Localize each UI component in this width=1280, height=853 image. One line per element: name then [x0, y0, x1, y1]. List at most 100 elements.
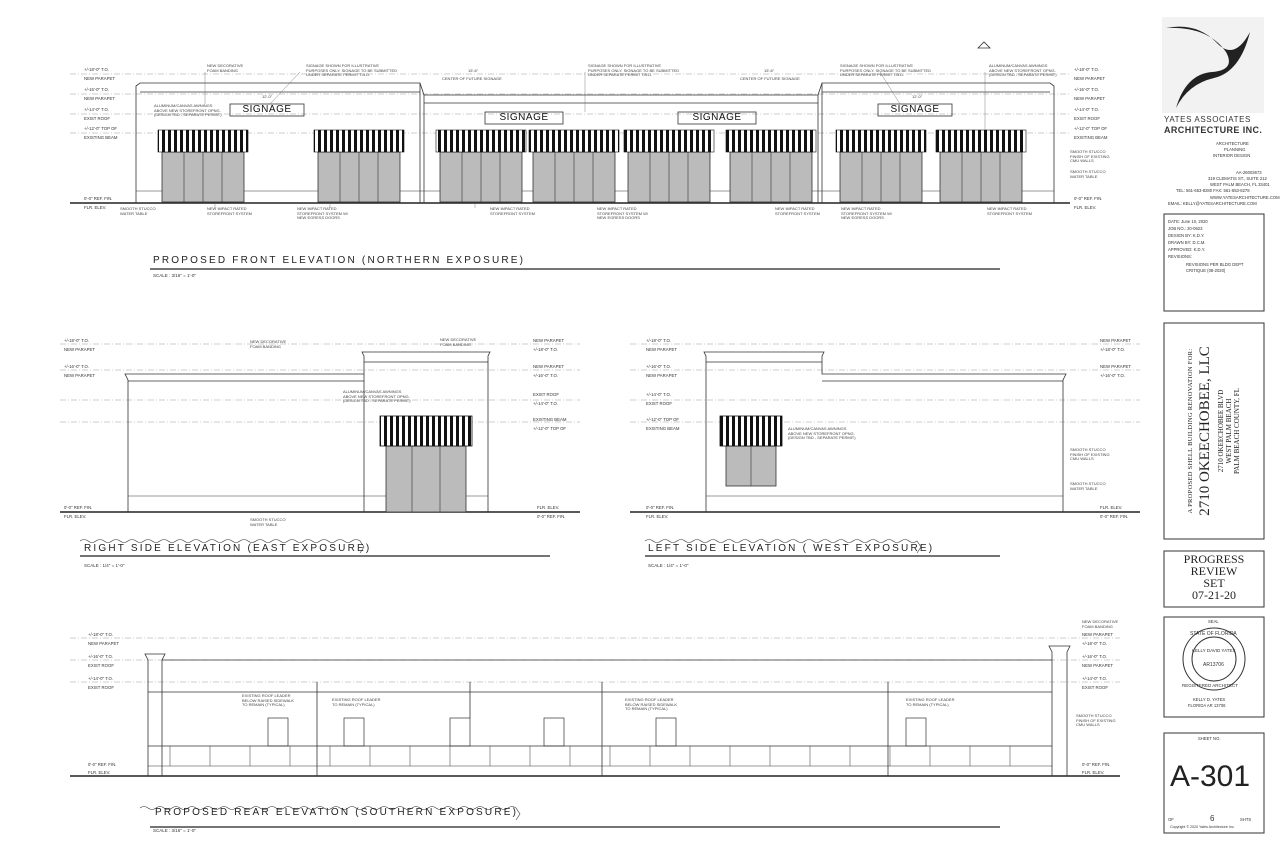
seal-center-num: AR13706 — [1203, 662, 1224, 668]
left-lvl-flr: FLR. ELEV. — [646, 514, 669, 519]
right-lvl-16: +/-16'-0" T.O. — [64, 364, 90, 369]
right-lvl-np2: NEW PARAPET — [64, 373, 95, 378]
rear-elevation-scale: SCALE : 3/16" = 1'-0" — [153, 828, 196, 833]
front-lvl-np2-r: NEW PARAPET — [1074, 96, 1105, 101]
left-lvl-np2: NEW PARAPET — [646, 373, 677, 378]
front-impact-w-3: NEW IMPACT RATED STOREFRONT SYSTEM W/ NE… — [841, 206, 892, 221]
left-elevation-scale: SCALE : 1/4" = 1'-0" — [648, 563, 689, 568]
front-lvl-np-l: NEW PARAPET — [84, 76, 115, 81]
info-drawn: DRAWN BY: D.C.M. — [1168, 240, 1206, 245]
rear-leader-note-4: EXISTING ROOF LEADER TO REMAIN (TYPICAL) — [906, 697, 955, 707]
left-water-note: SMOOTH STUCCO WATER TABLE — [1070, 481, 1106, 491]
left-lvl-np: NEW PARAPET — [646, 347, 677, 352]
rear-lvl-er: EXIST ROOF — [88, 663, 114, 668]
front-lvl-flr-l: FLR. ELEV. — [84, 205, 107, 210]
right-lvl-14-r: +/-14'-0" T.O. — [533, 401, 559, 406]
right-lvl-18: +/-18'-0" T.O. — [64, 338, 90, 343]
info-job: JOB NO.: 20-0623 — [1168, 226, 1203, 231]
rear-elevation-title: PROPOSED REAR ELEVATION (SOUTHERN EXPOSU… — [155, 807, 519, 818]
front-lvl-12-r: +/-12'-0" TOP OF — [1074, 126, 1108, 131]
front-lvl-eb-l: EXISTING BEAM — [84, 135, 118, 140]
front-lvl-er-r: EXIST ROOF — [1074, 116, 1100, 121]
right-lvl-18-r: +/-18'-0" T.O. — [533, 347, 559, 352]
front-lvl-eb-r: EXISTING BEAM — [1074, 135, 1108, 140]
project-lead: A PROPOSED SHELL BUILDING RENOVATION FOR… — [1187, 348, 1194, 514]
front-impact-4: NEW IMPACT RATED STOREFRONT SYSTEM — [987, 206, 1032, 216]
right-elevation-title: RIGHT SIDE ELEVATION (EAST EXPOSURE) — [84, 543, 372, 554]
right-elevation-scale: SCALE : 1/4" = 1'-0" — [84, 563, 125, 568]
front-impact-w-1: NEW IMPACT RATED STOREFRONT SYSTEM W/ NE… — [297, 206, 348, 221]
rear-leader-note-1: EXISTING ROOF LEADER BELOW RAISED SIDEWA… — [242, 693, 295, 708]
rear-foam-note: NEW DECORATIVE FOAM BANDING — [1082, 619, 1119, 629]
front-lvl-18-r: +/-18'-0" T.O. — [1074, 67, 1100, 72]
left-elevation-title: LEFT SIDE ELEVATION ( WEST EXPOSURE) — [648, 543, 935, 554]
left-lvl-eb: EXISTING BEAM — [646, 426, 680, 431]
front-elevation-scale: SCALE : 3/16" = 1'-0" — [153, 273, 196, 278]
front-dim-1: 15'-6" — [468, 68, 479, 73]
signage-label-3: SIGNAGE — [692, 112, 742, 123]
front-signage-note-2: SIGNAGE SHOWN FOR ILLUSTRATIVE PURPOSES … — [588, 63, 680, 78]
right-lvl-12-r: +/-12'-0" TOP OF — [533, 426, 567, 431]
progress-line-1: PROGRESS — [1183, 552, 1245, 566]
firm-name-2: ARCHITECTURE INC. — [1164, 125, 1263, 135]
info-revisions: REVISIONS: — [1168, 254, 1192, 259]
progress-line-3: SET — [1203, 576, 1225, 590]
left-lvl-16-r: +/-16'-0" T.O. — [1100, 373, 1126, 378]
front-water-note-r: SMOOTH STUCCO WATER TABLE — [1070, 169, 1106, 179]
front-lvl-16-l: +/-16'-0" T.O. — [84, 87, 110, 92]
right-lvl-np-r: NEW PARAPET — [533, 338, 564, 343]
front-signage-note-3: SIGNAGE SHOWN FOR ILLUSTRATIVE PURPOSES … — [840, 63, 932, 78]
sheet-label: SHEET NO. — [1198, 736, 1221, 741]
sheet-shts: SHTS — [1240, 817, 1252, 822]
seal-label: SEAL — [1208, 619, 1219, 624]
rear-lvl-14: +/-14'-0" T.O. — [88, 676, 114, 681]
front-dim-4: 12'-0" — [912, 94, 923, 99]
rear-lvl-ref-r: 0'-0" REF. FIN. — [1082, 762, 1111, 767]
project-addr-2: WEST PALM BEACH — [1225, 398, 1233, 464]
firm-email: EMAIL: KELLY@YATESARCHITECTURE.COM — [1168, 201, 1257, 206]
project-addr-1: 2710 OKEECHOBEE BLVD — [1217, 389, 1225, 473]
right-lvl-eb-r: EXISTING BEAM — [533, 417, 567, 422]
left-lvl-18-r: +/-18'-0" T.O. — [1100, 347, 1126, 352]
rear-lvl-flr: FLR. ELEV. — [88, 770, 111, 775]
rear-lvl-16-r: +/-16'-0" T.O. — [1082, 654, 1108, 659]
sheet-total: 6 — [1210, 814, 1215, 823]
firm-license: AA-26003673 — [1236, 170, 1262, 175]
front-awning-note-1: ALUMINUM/CANVAS AWNINGS ABOVE NEW STOREF… — [989, 63, 1057, 78]
left-lvl-flr-r: FLR. ELEV. — [1100, 505, 1123, 510]
rear-lvl-er2: EXIST ROOF — [88, 685, 114, 690]
front-lvl-ref-r: 0'-0" REF. FIN. — [1074, 196, 1103, 201]
front-lvl-np2-l: NEW PARAPET — [84, 96, 115, 101]
left-lvl-np2-r: NEW PARAPET — [1100, 364, 1131, 369]
rear-lvl-np: NEW PARAPET — [88, 641, 119, 646]
seal-center-top: KELLY DAVID YATES — [1192, 648, 1236, 653]
info-date: DATE: June 10, 2020 — [1168, 219, 1208, 224]
right-lvl-np: NEW PARAPET — [64, 347, 95, 352]
firm-address: 319 CLEMATIS ST., SUITE 212 — [1208, 176, 1267, 181]
progress-line-2: REVIEW — [1190, 564, 1238, 578]
signage-label-4: SIGNAGE — [890, 104, 940, 115]
right-lvl-flr-r: FLR. ELEV. — [537, 505, 560, 510]
rear-finish-note: SMOOTH STUCCO FINISH OF EXISTING CMU WAL… — [1076, 713, 1116, 728]
front-impact-2: NEW IMPACT RATED STOREFRONT SYSTEM — [490, 206, 535, 216]
left-finish-note: SMOOTH STUCCO FINISH OF EXISTING CMU WAL… — [1070, 447, 1110, 462]
front-impact-3: NEW IMPACT RATED STOREFRONT SYSTEM — [775, 206, 820, 216]
seal-ring-top: STATE OF FLORIDA — [1190, 631, 1237, 637]
front-elevation-title: PROPOSED FRONT ELEVATION (NORTHERN EXPOS… — [153, 255, 526, 266]
rear-lvl-16: +/-16'-0" T.O. — [88, 654, 114, 659]
left-lvl-18: +/-18'-0" T.O. — [646, 338, 672, 343]
info-design: DESIGN BY: K.D.Y. — [1168, 233, 1205, 238]
left-lvl-er: EXIST ROOF — [646, 401, 672, 406]
seal-ring-bottom: REGISTERED ARCHITECT — [1182, 683, 1239, 688]
rear-lvl-18-r: +/-18'-0" T.O. — [1082, 641, 1108, 646]
front-future-sig-1: CENTER OF FUTURE SIGNAGE — [442, 76, 502, 81]
right-lvl-ref-r: 0'-0" REF. FIN. — [537, 514, 566, 519]
rear-lvl-ref: 0'-0" REF. FIN. — [88, 762, 117, 767]
sheet-of: OF — [1168, 817, 1174, 822]
front-elevation — [70, 41, 1070, 270]
rear-elevation — [70, 637, 1120, 828]
progress-line-4: 07-21-20 — [1192, 588, 1236, 602]
rear-lvl-flr-r: FLR. ELEV. — [1082, 770, 1105, 775]
front-foam-note: NEW DECORATIVE FOAM BANDING — [207, 63, 244, 73]
